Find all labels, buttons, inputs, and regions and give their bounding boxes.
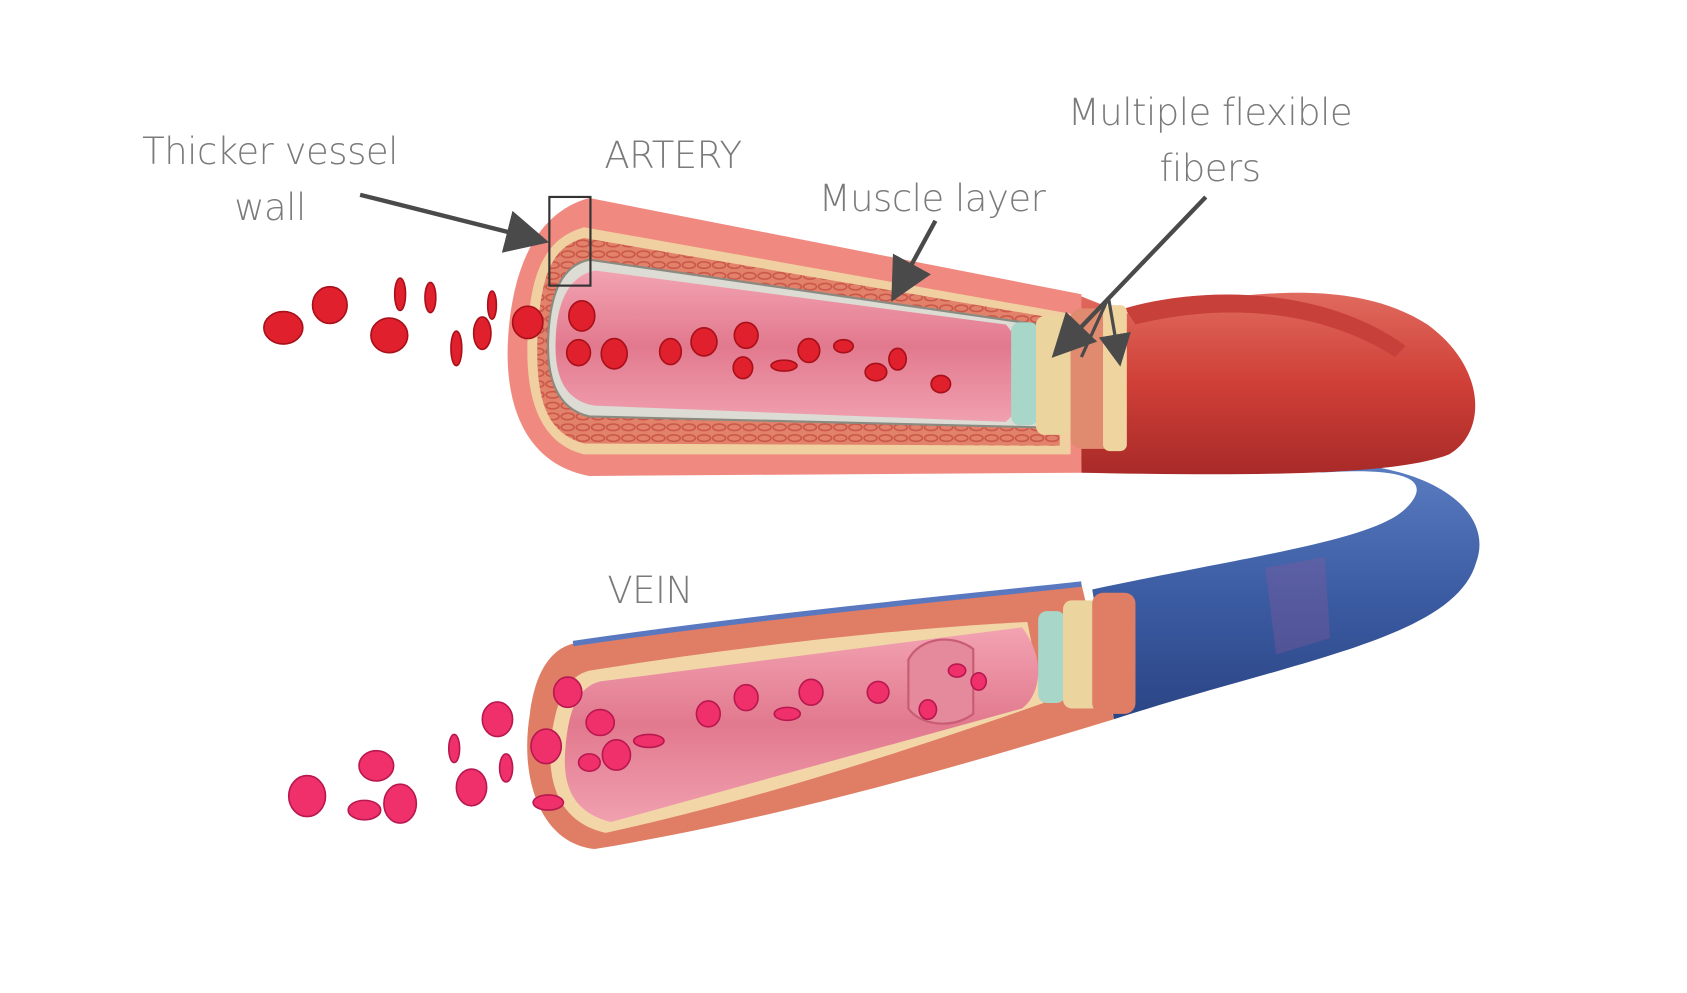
label-line: wall xyxy=(234,186,306,229)
artery-blood-cells xyxy=(263,277,952,394)
muscle-layer-arrow xyxy=(891,219,938,302)
label-line: fibers xyxy=(1159,147,1261,190)
label-vein: VEIN xyxy=(607,569,693,612)
vein-cross-section xyxy=(527,581,1136,850)
fibers-arrow-branch xyxy=(1079,296,1110,358)
artery-outer-tube xyxy=(1076,292,1476,475)
label-muscle-layer: Muscle layer xyxy=(818,177,1046,220)
vein-blood-cells xyxy=(287,663,988,824)
label-artery: ARTERY xyxy=(604,134,742,177)
label-line: Thicker vessel xyxy=(142,130,398,173)
label-line: Multiple flexible xyxy=(1067,91,1353,134)
artery-cross-section xyxy=(507,198,1127,476)
wall-highlight-box xyxy=(548,195,592,287)
vein-outer-tube xyxy=(1092,465,1480,720)
label-multiple-flexible-fibers: Multiple flexible fibers xyxy=(1067,85,1353,197)
fibers-arrow-outer xyxy=(1098,297,1131,367)
thicker-wall-arrow xyxy=(359,192,550,253)
fibers-arrow-inner xyxy=(1051,195,1208,358)
label-thicker-vessel-wall: Thicker vessel wall xyxy=(142,124,398,236)
